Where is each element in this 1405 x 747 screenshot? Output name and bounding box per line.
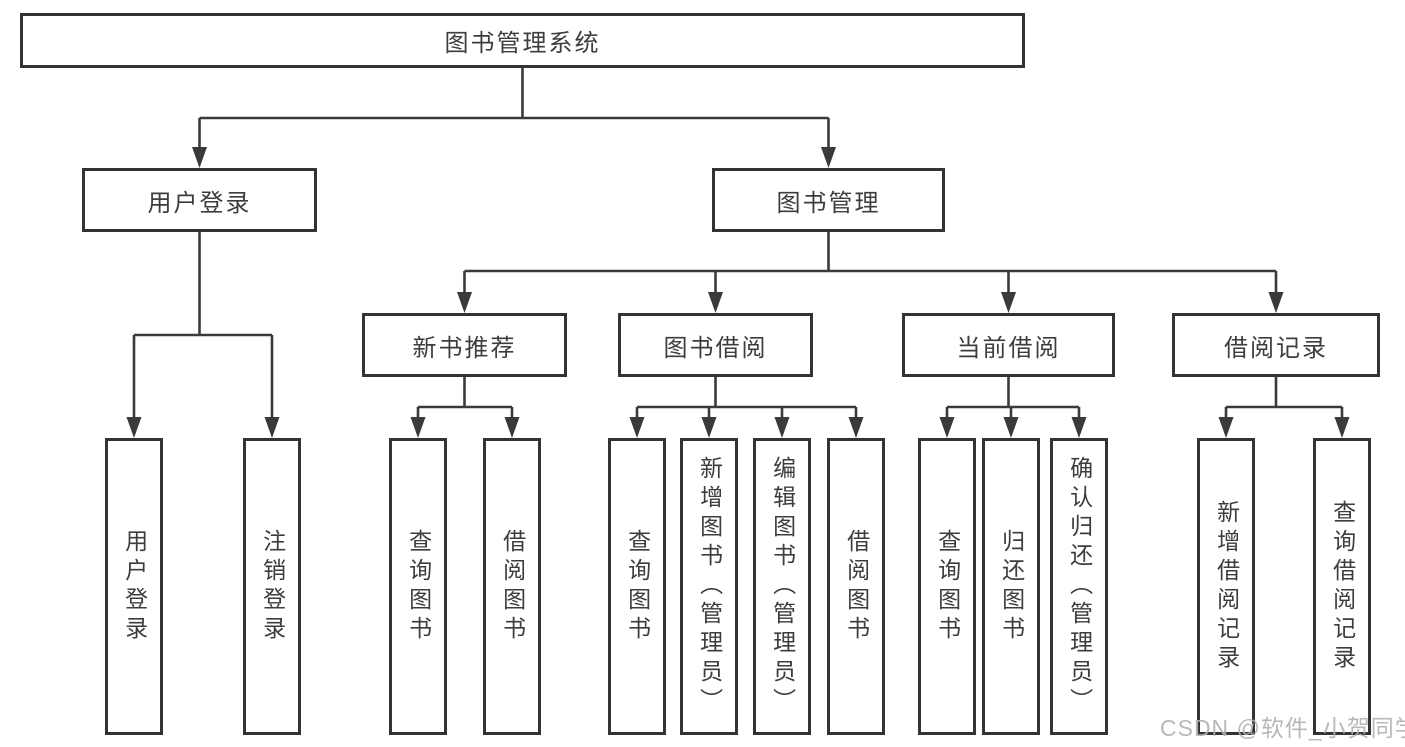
node-new-book-recommend: 新书推荐 <box>362 313 567 377</box>
connector-book-mgmt-to-level3 <box>457 232 1284 313</box>
node-user-login-label: 用户登录 <box>147 189 252 217</box>
leaf-borrow-books-recommend: 借阅图书 <box>483 438 541 735</box>
leaf-user-login: 用户登录 <box>105 438 163 735</box>
connector-borrow-to-leaves <box>629 376 864 438</box>
leaf-user-login-label: 用户登录 <box>121 528 148 645</box>
leaf-add-book-admin: 新增图书（管理员） <box>680 438 738 735</box>
node-book-management: 图书管理 <box>712 168 945 232</box>
watermark: CSDN @软件_小贺同学 <box>1160 715 1405 741</box>
leaf-logout: 注销登录 <box>243 438 301 735</box>
connector-root-to-level2 <box>192 68 836 168</box>
node-current-borrowing-label: 当前借阅 <box>956 334 1061 362</box>
connector-records-to-leaves <box>1218 376 1350 438</box>
leaf-confirm-return-admin: 确认归还（管理员） <box>1050 438 1108 735</box>
node-book-management-label: 图书管理 <box>776 189 881 217</box>
leaf-query-books-current-label: 查询图书 <box>934 528 961 645</box>
leaf-edit-book-admin-label: 编辑图书（管理员） <box>769 456 796 717</box>
leaf-edit-book-admin: 编辑图书（管理员） <box>753 438 811 735</box>
leaf-confirm-return-admin-label: 确认归还（管理员） <box>1066 456 1093 717</box>
leaf-query-books-borrowing: 查询图书 <box>608 438 666 735</box>
leaf-borrow-books: 借阅图书 <box>827 438 885 735</box>
leaf-query-borrow-record: 查询借阅记录 <box>1313 438 1371 735</box>
leaf-logout-label: 注销登录 <box>259 528 286 645</box>
node-library-system: 图书管理系统 <box>20 13 1025 68</box>
leaf-add-borrow-record: 新增借阅记录 <box>1197 438 1255 735</box>
leaf-query-books-borrowing-label: 查询图书 <box>624 528 651 645</box>
connector-user-login-to-leaves <box>126 232 280 438</box>
leaf-add-borrow-record-label: 新增借阅记录 <box>1213 499 1240 674</box>
leaf-return-books: 归还图书 <box>982 438 1040 735</box>
node-book-borrowing-label: 图书借阅 <box>663 334 768 362</box>
leaf-add-book-admin-label: 新增图书（管理员） <box>696 456 723 717</box>
node-current-borrowing: 当前借阅 <box>902 313 1115 377</box>
leaf-query-books-recommend-label: 查询图书 <box>405 528 432 645</box>
leaf-borrow-books-label: 借阅图书 <box>843 528 870 645</box>
connector-new-book-to-leaves <box>410 376 520 438</box>
leaf-query-borrow-record-label: 查询借阅记录 <box>1329 499 1356 674</box>
leaf-return-books-label: 归还图书 <box>998 528 1025 645</box>
leaf-borrow-books-recommend-label: 借阅图书 <box>499 528 526 645</box>
node-library-system-label: 图书管理系统 <box>444 30 601 57</box>
node-new-book-recommend-label: 新书推荐 <box>412 334 517 362</box>
node-borrowing-records: 借阅记录 <box>1172 313 1380 377</box>
leaf-query-books-current: 查询图书 <box>918 438 976 735</box>
node-book-borrowing: 图书借阅 <box>618 313 813 377</box>
connector-current-to-leaves <box>939 376 1087 438</box>
node-borrowing-records-label: 借阅记录 <box>1224 334 1328 362</box>
node-user-login: 用户登录 <box>82 168 317 232</box>
leaf-query-books-recommend: 查询图书 <box>389 438 447 735</box>
